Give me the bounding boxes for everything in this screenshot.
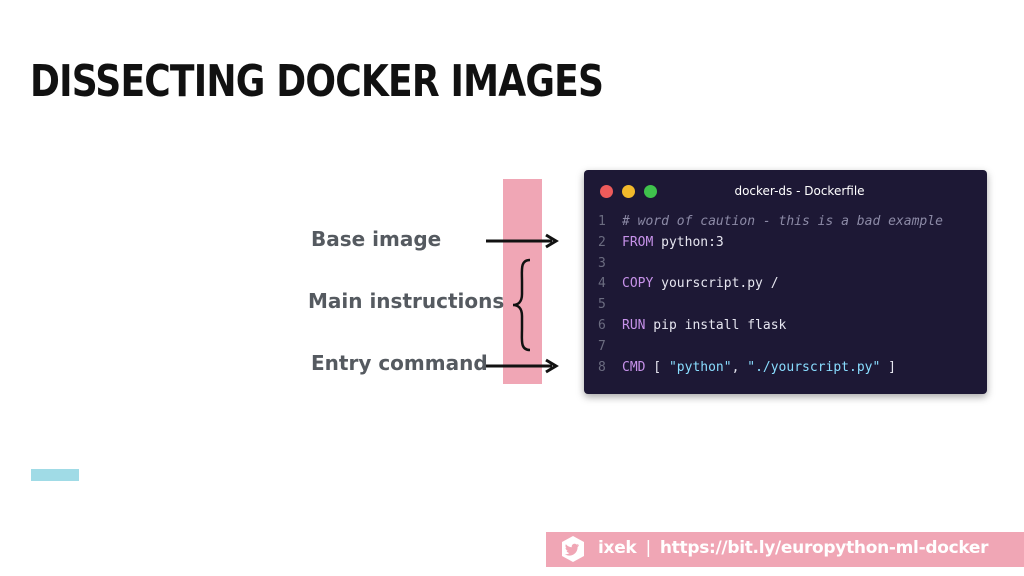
code-token: ] (880, 359, 896, 375)
line-number: 7 (598, 338, 606, 354)
code-line: 8 CMD [ "python", "./yourscript.py" ] (584, 358, 987, 379)
code-line: 4 COPY yourscript.py / (584, 274, 987, 295)
line-source: # word of caution - this is a bad exampl… (622, 212, 943, 233)
line-number: 4 (598, 276, 606, 292)
footer-text: ixek | https://bit.ly/europython-ml-docker (598, 538, 989, 558)
line-source: COPY yourscript.py / (622, 274, 779, 295)
footer-link[interactable]: https://bit.ly/europython-ml-docker (659, 538, 989, 558)
code-token: python:3 (653, 234, 724, 250)
maximize-dot-icon[interactable] (644, 185, 657, 198)
code-token: FROM (622, 234, 654, 250)
decorative-bar (31, 469, 79, 481)
entry-command-arrow-icon (486, 358, 559, 374)
line-number: 6 (598, 317, 606, 333)
line-number: 2 (598, 234, 606, 250)
line-source: RUN pip install flask (622, 316, 786, 337)
slide-title: DISSECTING DOCKER IMAGES (30, 56, 604, 107)
code-line: 5 (584, 295, 987, 316)
line-source: FROM python:3 (622, 233, 724, 254)
code-token: pip install flask (645, 317, 787, 333)
code-token: # word of caution - this is a bad exampl… (622, 214, 943, 229)
curly-brace-icon (512, 258, 531, 352)
code-token: [ (645, 359, 669, 375)
code-editor-window: docker-ds - Dockerfile 1 # word of cautio… (584, 170, 987, 394)
code-line: 2 FROM python:3 (584, 233, 987, 254)
main-instructions-label: Main instructions (308, 289, 505, 313)
code-token: RUN (622, 317, 646, 333)
twitter-handle[interactable]: ixek (598, 538, 637, 558)
line-number: 5 (598, 297, 606, 313)
minimize-dot-icon[interactable] (622, 185, 635, 198)
code-token: CMD (622, 359, 646, 375)
footer-banner: ixek | https://bit.ly/europython-ml-docker (546, 532, 1024, 567)
code-line: 3 (584, 254, 987, 275)
code-line: 6 RUN pip install flask (584, 316, 987, 337)
code-token: "./yourscript.py" (747, 359, 881, 375)
code-token: "python" (668, 359, 732, 375)
code-token: yourscript.py / (653, 276, 779, 292)
line-number: 3 (598, 255, 606, 271)
line-source: CMD [ "python", "./yourscript.py" ] (622, 358, 896, 379)
base-image-label: Base image (311, 227, 442, 251)
code-line: 1 # word of caution - this is a bad examp… (584, 212, 987, 233)
editor-window-title: docker-ds - Dockerfile (734, 184, 865, 198)
code-token: COPY (622, 276, 654, 292)
twitter-bird-icon (562, 536, 584, 562)
code-line: 7 (584, 337, 987, 358)
line-number: 1 (598, 214, 606, 229)
base-image-arrow-icon (486, 233, 559, 249)
code-token: , (731, 359, 748, 375)
close-dot-icon[interactable] (600, 185, 613, 198)
line-number: 8 (598, 359, 606, 375)
entry-command-label: Entry command (311, 351, 488, 375)
footer-separator: | (645, 538, 651, 558)
code-block: 1 # word of caution - this is a bad examp… (584, 212, 987, 378)
